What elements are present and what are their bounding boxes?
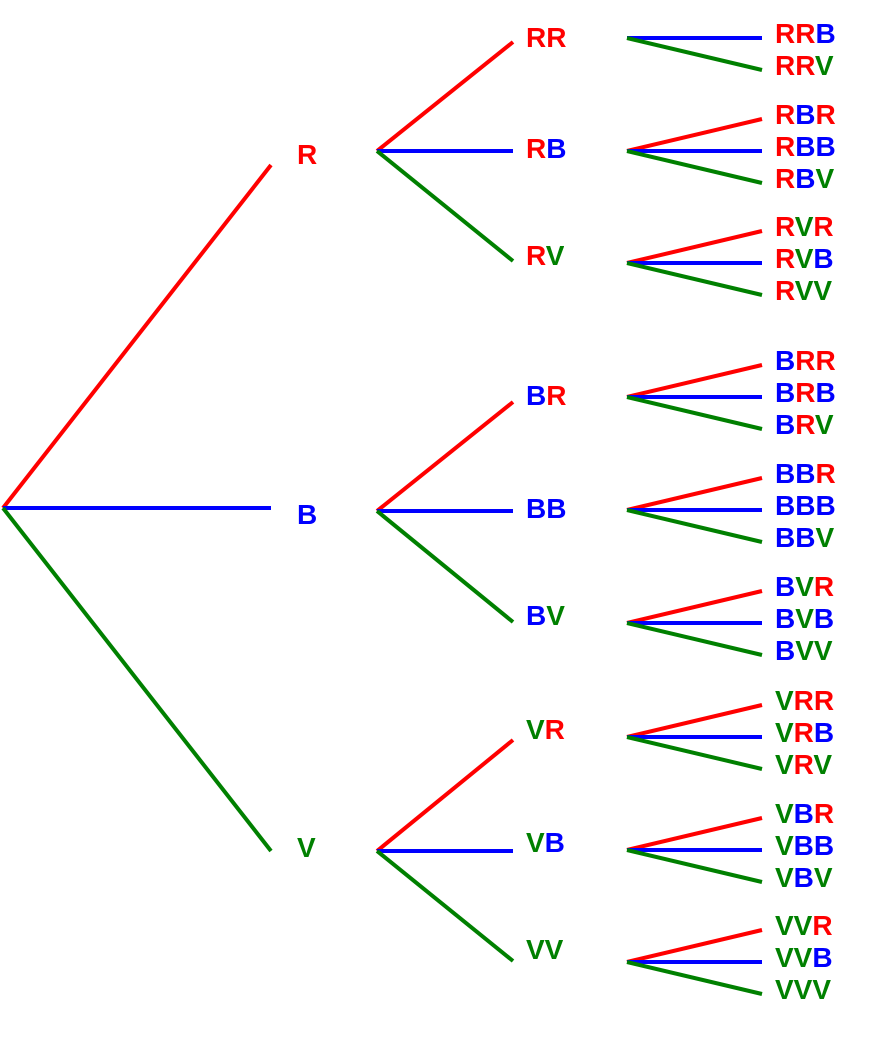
leaf-RVR: RVR [775, 211, 834, 242]
leaf-RRV: RRV [775, 50, 834, 81]
branch-BRR [626, 363, 763, 399]
node-BB: BB [526, 493, 567, 524]
branch-VVV [626, 960, 763, 996]
branch-VRV [626, 735, 763, 771]
leaf-BVR: BVR [775, 571, 835, 602]
branch-RR [375, 40, 515, 153]
node-R: R [297, 139, 318, 170]
leaf-VVB: VVB [775, 942, 833, 973]
leaf-BBR: BBR [775, 458, 836, 489]
branch-BR [375, 400, 515, 513]
branch-BV [375, 509, 515, 624]
branch-RBV [626, 149, 763, 185]
node-BV: BV [526, 600, 565, 631]
branch-BRV [626, 395, 763, 431]
leaf-BBB: BBB [775, 490, 836, 521]
leaf-RBV: RBV [775, 163, 835, 194]
node-VR: VR [526, 714, 565, 745]
branch-VBV [626, 848, 763, 884]
branch-R [1, 163, 273, 510]
branch-VR [375, 738, 515, 853]
branch-VBR [626, 816, 763, 852]
branch-RRV [626, 36, 763, 72]
branch-RV [375, 149, 515, 263]
leaf-RVB: RVB [775, 243, 834, 274]
node-RR: RR [526, 22, 567, 53]
node-B: B [297, 499, 318, 530]
leaf-BBV: BBV [775, 522, 835, 553]
branch-BBV [626, 508, 763, 544]
branch-V [1, 506, 273, 853]
branch-VRR [626, 703, 763, 739]
leaf-VRR: VRR [775, 685, 835, 716]
leaf-BRR: BRR [775, 345, 836, 376]
node-BR: BR [526, 380, 567, 411]
branch-VVR [626, 928, 763, 964]
branch-RBR [626, 117, 763, 153]
leaf-BVV: BVV [775, 635, 833, 666]
leaf-VRB: VRB [775, 717, 835, 748]
leaf-VVR: VVR [775, 910, 833, 941]
leaf-VBR: VBR [775, 798, 835, 829]
node-V: V [297, 832, 316, 863]
leaf-VBB: VBB [775, 830, 835, 861]
leaf-RBB: RBB [775, 131, 836, 162]
branch-VV [375, 849, 515, 963]
branch-BBR [626, 476, 763, 512]
branch-RVR [626, 229, 763, 265]
branch-RVV [626, 261, 763, 297]
leaf-RRB: RRB [775, 18, 836, 49]
branch-BVV [626, 621, 763, 657]
leaf-RVV: RVV [775, 275, 833, 306]
leaf-VRV: VRV [775, 749, 833, 780]
node-RV: RV [526, 240, 565, 271]
branch-BVR [626, 589, 763, 625]
leaf-VBV: VBV [775, 862, 833, 893]
leaf-BVB: BVB [775, 603, 835, 634]
node-VV: VV [526, 934, 564, 965]
leaf-RBR: RBR [775, 99, 836, 130]
node-VB: VB [526, 827, 565, 858]
node-RB: RB [526, 133, 567, 164]
leaf-BRV: BRV [775, 409, 834, 440]
leaf-VVV: VVV [775, 974, 832, 1005]
leaf-BRB: BRB [775, 377, 836, 408]
